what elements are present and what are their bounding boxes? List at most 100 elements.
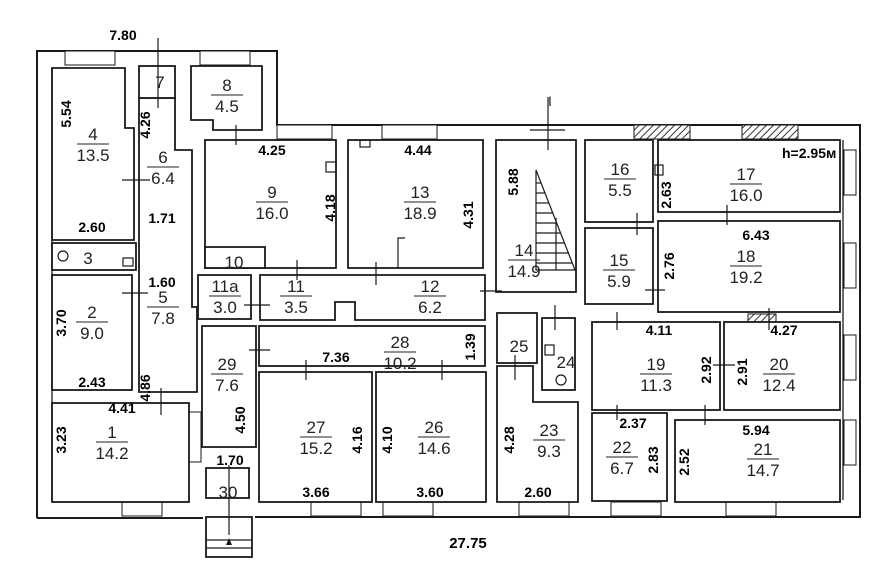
rooms xyxy=(51,65,841,503)
room-label-17: 17 16.0 xyxy=(729,165,762,205)
room-number: 11a xyxy=(211,277,239,296)
dimension-label: 4.41 xyxy=(108,400,135,416)
room-number: 19 xyxy=(647,355,666,374)
room-17 xyxy=(657,139,841,213)
sink-icon xyxy=(122,257,134,267)
room-number: 27 xyxy=(307,418,326,437)
room-16 xyxy=(584,139,654,223)
room-area: 16.0 xyxy=(729,186,762,205)
hatched-wall xyxy=(747,313,777,323)
room-number: 4 xyxy=(88,125,97,144)
room-area: 7.8 xyxy=(151,309,175,328)
dimension-label: 4.50 xyxy=(232,406,248,433)
dimension-label: 1.60 xyxy=(148,274,175,290)
dimension-label: 3.23 xyxy=(53,426,69,453)
room-label-18: 18 19.2 xyxy=(729,247,762,287)
entry-steps xyxy=(205,465,253,558)
room-area: 12.4 xyxy=(762,376,795,395)
room-number: 12 xyxy=(421,277,440,296)
dimension-label: 1.39 xyxy=(462,333,478,360)
room-area: 6.2 xyxy=(418,298,442,317)
door-markers xyxy=(122,38,770,425)
fixtures xyxy=(57,139,664,386)
room-21 xyxy=(674,419,841,503)
dimension-label: 4.11 xyxy=(646,322,673,338)
room-number: 13 xyxy=(411,183,430,202)
room-area: 14.6 xyxy=(417,439,450,458)
room-7 xyxy=(138,65,176,99)
room-number: 16 xyxy=(611,160,630,179)
room-area: 18.9 xyxy=(403,204,436,223)
room-label-2: 29.0 xyxy=(76,303,108,343)
windows xyxy=(64,50,857,517)
room-area: 11.3 xyxy=(640,376,672,395)
room-label-1: 114.2 xyxy=(95,423,128,463)
room-30 xyxy=(205,467,250,499)
room-25 xyxy=(496,312,538,364)
room-label-12: 126.2 xyxy=(414,277,446,317)
room-area: 19.2 xyxy=(729,268,762,287)
room-number: 17 xyxy=(737,165,756,184)
room-number: 24 xyxy=(557,353,576,372)
room-label-10: 10 xyxy=(225,253,244,272)
room-11a xyxy=(197,274,252,320)
sink-icon xyxy=(654,164,664,176)
dimension-label: 4.28 xyxy=(501,426,517,453)
room-number: 3 xyxy=(83,249,92,268)
dimension-label: 2.37 xyxy=(619,415,646,431)
room-area: 3.0 xyxy=(213,298,237,317)
room-number: 6 xyxy=(158,148,167,167)
room-number: 9 xyxy=(267,183,276,202)
room-area: 14.7 xyxy=(746,461,779,480)
room-label-8: 84.5 xyxy=(211,76,243,116)
room-label-5: 57.8 xyxy=(147,288,179,328)
ceiling-height: h=2.95м xyxy=(782,145,836,161)
dimension-label: 2.91 xyxy=(734,358,750,385)
room-4 xyxy=(51,67,135,241)
hatched-wall xyxy=(741,124,799,140)
room-2 xyxy=(51,274,133,391)
room-label-19: 19 11.3 xyxy=(640,355,672,395)
room-11-12 xyxy=(259,274,486,321)
room-label-21: 21 14.7 xyxy=(746,440,779,480)
room-label-13: 13 18.9 xyxy=(403,183,436,223)
toilet-icon xyxy=(57,250,69,262)
dimension-label: 5.88 xyxy=(505,168,521,195)
dimension-label: 2.60 xyxy=(78,219,105,235)
room-number: 5 xyxy=(158,288,167,307)
dimension-label: 2.43 xyxy=(78,374,105,390)
room-22 xyxy=(591,412,668,502)
dimension-label: 3.66 xyxy=(302,484,329,500)
room-13 xyxy=(347,139,484,269)
room-number: 18 xyxy=(737,247,756,266)
room-number: 30 xyxy=(219,483,238,502)
room-15 xyxy=(584,227,654,305)
room-number: 29 xyxy=(218,355,237,374)
room-label-23: 239.3 xyxy=(533,421,565,461)
dimension-label: 4.86 xyxy=(137,374,153,401)
overall-width: 27.75 xyxy=(449,535,487,552)
dimension-label: 6.43 xyxy=(742,227,769,243)
room-number: 26 xyxy=(425,418,444,437)
dimension-label: 5.54 xyxy=(58,100,74,127)
room-label-11: 113.5 xyxy=(280,277,312,317)
dimension-label: 1.70 xyxy=(216,452,243,468)
room-number: 20 xyxy=(770,355,789,374)
room-number: 21 xyxy=(754,440,773,459)
sink-icon xyxy=(544,344,555,356)
room-23 xyxy=(496,365,579,503)
room-area: 10.2 xyxy=(383,354,416,373)
dimension-label: 7.36 xyxy=(322,349,349,365)
dimension-label: 4.31 xyxy=(460,201,476,228)
room-area: 9.3 xyxy=(537,442,561,461)
room-area: 6.4 xyxy=(151,169,175,188)
room-number: 7 xyxy=(155,73,164,92)
dimension-label: 4.25 xyxy=(258,142,285,158)
dimension-label: 2.63 xyxy=(658,181,674,208)
